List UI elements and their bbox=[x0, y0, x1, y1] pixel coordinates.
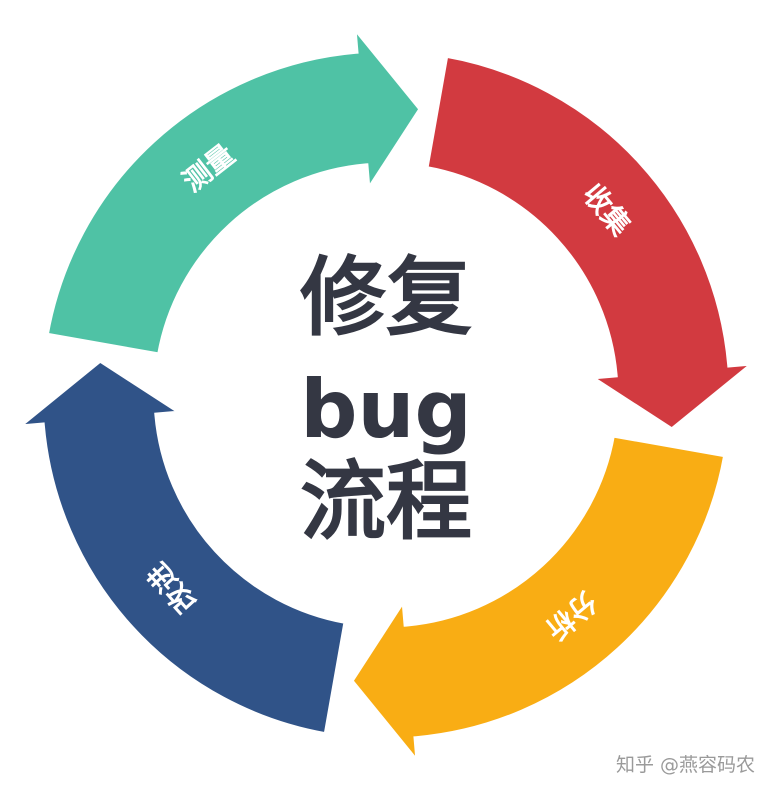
center-title-line-2: bug bbox=[300, 363, 472, 456]
center-title-line-3: 流程 bbox=[300, 452, 472, 552]
center-title-line-1: 修复 bbox=[300, 248, 472, 348]
watermark: 知乎 @燕容码农 bbox=[615, 754, 755, 776]
arrow-collect bbox=[423, 52, 763, 434]
arrow-analyze bbox=[347, 432, 729, 772]
arrow-measure bbox=[43, 18, 425, 358]
arrow-improve bbox=[9, 356, 349, 738]
